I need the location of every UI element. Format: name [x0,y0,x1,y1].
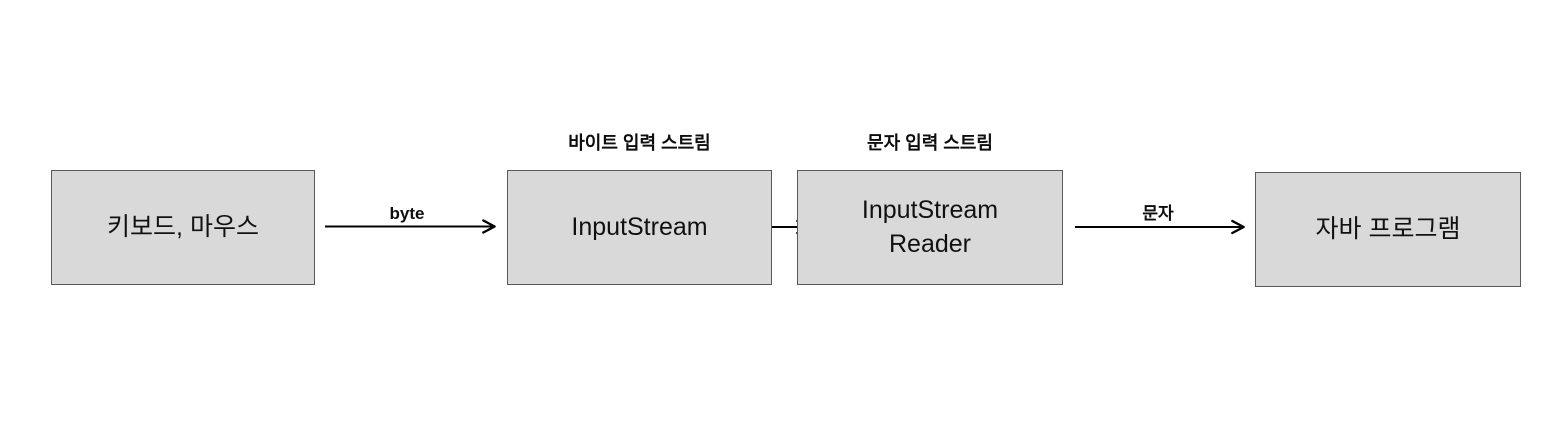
node-input-stream: InputStream [507,170,772,285]
caption-byte-input-stream: 바이트 입력 스트림 [568,133,711,153]
edge-label-munja: 문자 [1142,204,1174,223]
node-keyboard-mouse: 키보드, 마우스 [51,170,315,285]
caption-char-input-stream: 문자 입력 스트림 [867,133,993,153]
node-input-stream-reader: InputStream Reader [797,170,1063,285]
node-java-program: 자바 프로그램 [1255,172,1521,287]
edge-label-byte: byte [389,204,425,223]
